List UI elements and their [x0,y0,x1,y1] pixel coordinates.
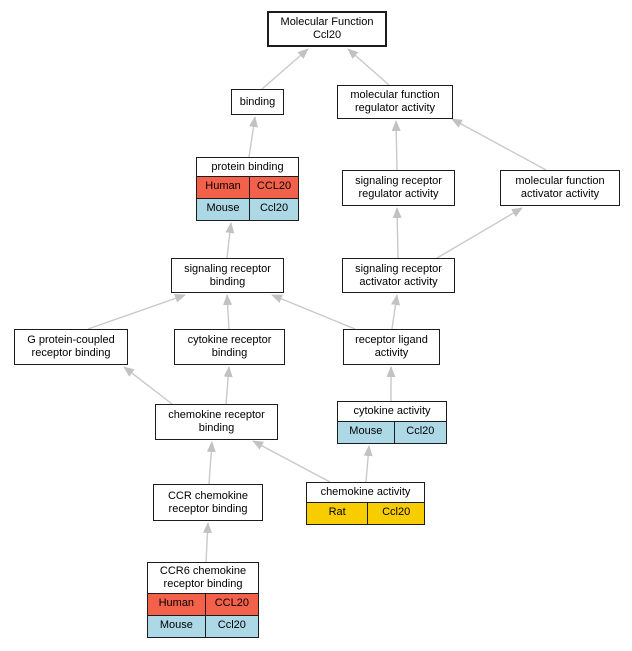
go-term-label-line: receptor binding [31,347,111,359]
annotation-row-mouse[interactable]: Mouse Ccl20 [148,615,258,637]
annotation-gene-cell: Ccl20 [259,202,289,214]
edge-cytokine-receptor-binding--to--signaling-receptor-binding [223,294,233,330]
edge-signaling-receptor-activator-activity--to--molecular-function-activator-activity [436,207,523,259]
annotation-species-cell: Human [197,177,250,198]
edge-ccr-chemokine-receptor-binding--to--chemokine-receptor-binding [206,441,216,485]
annotation-gene-cell: Ccl20 [382,506,411,518]
go-term-label-line: CCR6 chemokine [159,565,247,577]
edge-ccr6-chemokine-receptor-binding--to--ccr-chemokine-receptor-binding [202,522,212,563]
annotation-species-cell: Rat [307,503,369,524]
go-term-label-line: chemokine activity [320,486,411,498]
go-term-label-line: signaling receptor [355,262,442,275]
edge-chemokine-activity--to--cytokine-activity [363,445,373,483]
go-term-label: binding [232,90,283,114]
edge-signaling-receptor-regulator-activity--to--molecular-function-regulator-activity [391,120,401,171]
go-term-label-line: signaling receptor [184,262,271,275]
annotation-gene-cell: CCL20 [256,180,292,192]
go-term-label-line: regulator activity [358,188,439,200]
go-term-label-line: cytokine receptor [187,334,272,346]
go-term-label-line: activator activity [520,188,600,200]
edge-g-protein-coupled-receptor-binding--to--signaling-receptor-binding [87,294,186,330]
go-term-label-line: regulator activity [354,102,436,114]
edge-chemokine-receptor-binding--to--g-protein-coupled-receptor-binding [123,366,173,405]
edge-chemokine-receptor-binding--to--cytokine-receptor-binding [223,366,233,405]
go-term-label-line: cytokine activity [353,405,431,417]
go-term-label-line: chemokine receptor [168,409,265,421]
go-term-label-line: Ccl20 [312,29,342,41]
go-term-node-binding[interactable]: binding [231,89,284,115]
edge-chemokine-activity--to--chemokine-receptor-binding [252,440,331,483]
go-term-label-line: binding [209,275,246,288]
edge-protein-binding--to--binding [248,116,258,158]
go-term-label-line: receptor binding [163,578,243,590]
annotation-species-cell: Human [148,594,206,615]
annotation-gene-cell: CCL20 [214,597,249,609]
go-term-label-line: receptor ligand [355,334,428,346]
go-term-label-line: protein binding [211,160,284,173]
go-term-label-line: activity [374,347,409,359]
go-term-label-line: Molecular Function [280,16,374,28]
go-term-label: chemokine activity [307,483,424,502]
edge-signaling-receptor-binding--to--protein-binding [225,222,235,259]
edge-signaling-receptor-activator-activity--to--signaling-receptor-regulator-activity [392,207,402,259]
go-term-label: cytokine activity [338,402,446,421]
go-term-label-line: receptor binding [168,502,248,515]
edge-receptor-ligand-activity--to--signaling-receptor-activator-activity [391,294,400,330]
edge-binding--to--molecular-function-ccl20 [261,48,309,90]
go-term-label-line: binding [198,422,235,434]
annotation-row-human[interactable]: Human CCL20 [197,176,298,198]
edge-receptor-ligand-activity--to--signaling-receptor-binding [271,294,356,330]
annotation-row-human[interactable]: Human CCL20 [148,593,258,615]
go-term-label-line: activator activity [359,275,438,288]
annotation-row-rat[interactable]: Rat Ccl20 [307,502,424,524]
go-term-label-line: G protein-coupled [27,334,115,346]
annotation-row-mouse[interactable]: Mouse Ccl20 [338,421,446,443]
annotation-species-cell: Mouse [148,616,206,637]
edge-molecular-function-regulator-activity--to--molecular-function-ccl20 [347,48,390,86]
go-term-label-line: CCR chemokine [167,489,249,502]
go-term-label-line: molecular function [515,175,605,187]
edge-molecular-function-activator-activity--to--molecular-function-regulator-activity [451,118,547,171]
go-term-label-line: molecular function [350,89,440,101]
annotation-gene-cell: Ccl20 [406,425,435,437]
go-term-label-line: binding [239,95,276,108]
annotation-gene-cell: Ccl20 [217,619,246,631]
annotation-row-mouse[interactable]: Mouse Ccl20 [197,198,298,220]
annotation-species-cell: Mouse [338,422,395,443]
go-term-label: protein binding [197,158,298,176]
go-term-label-line: signaling receptor [355,175,442,187]
go-term-label-line: binding [211,347,248,359]
annotation-species-cell: Mouse [197,199,250,220]
